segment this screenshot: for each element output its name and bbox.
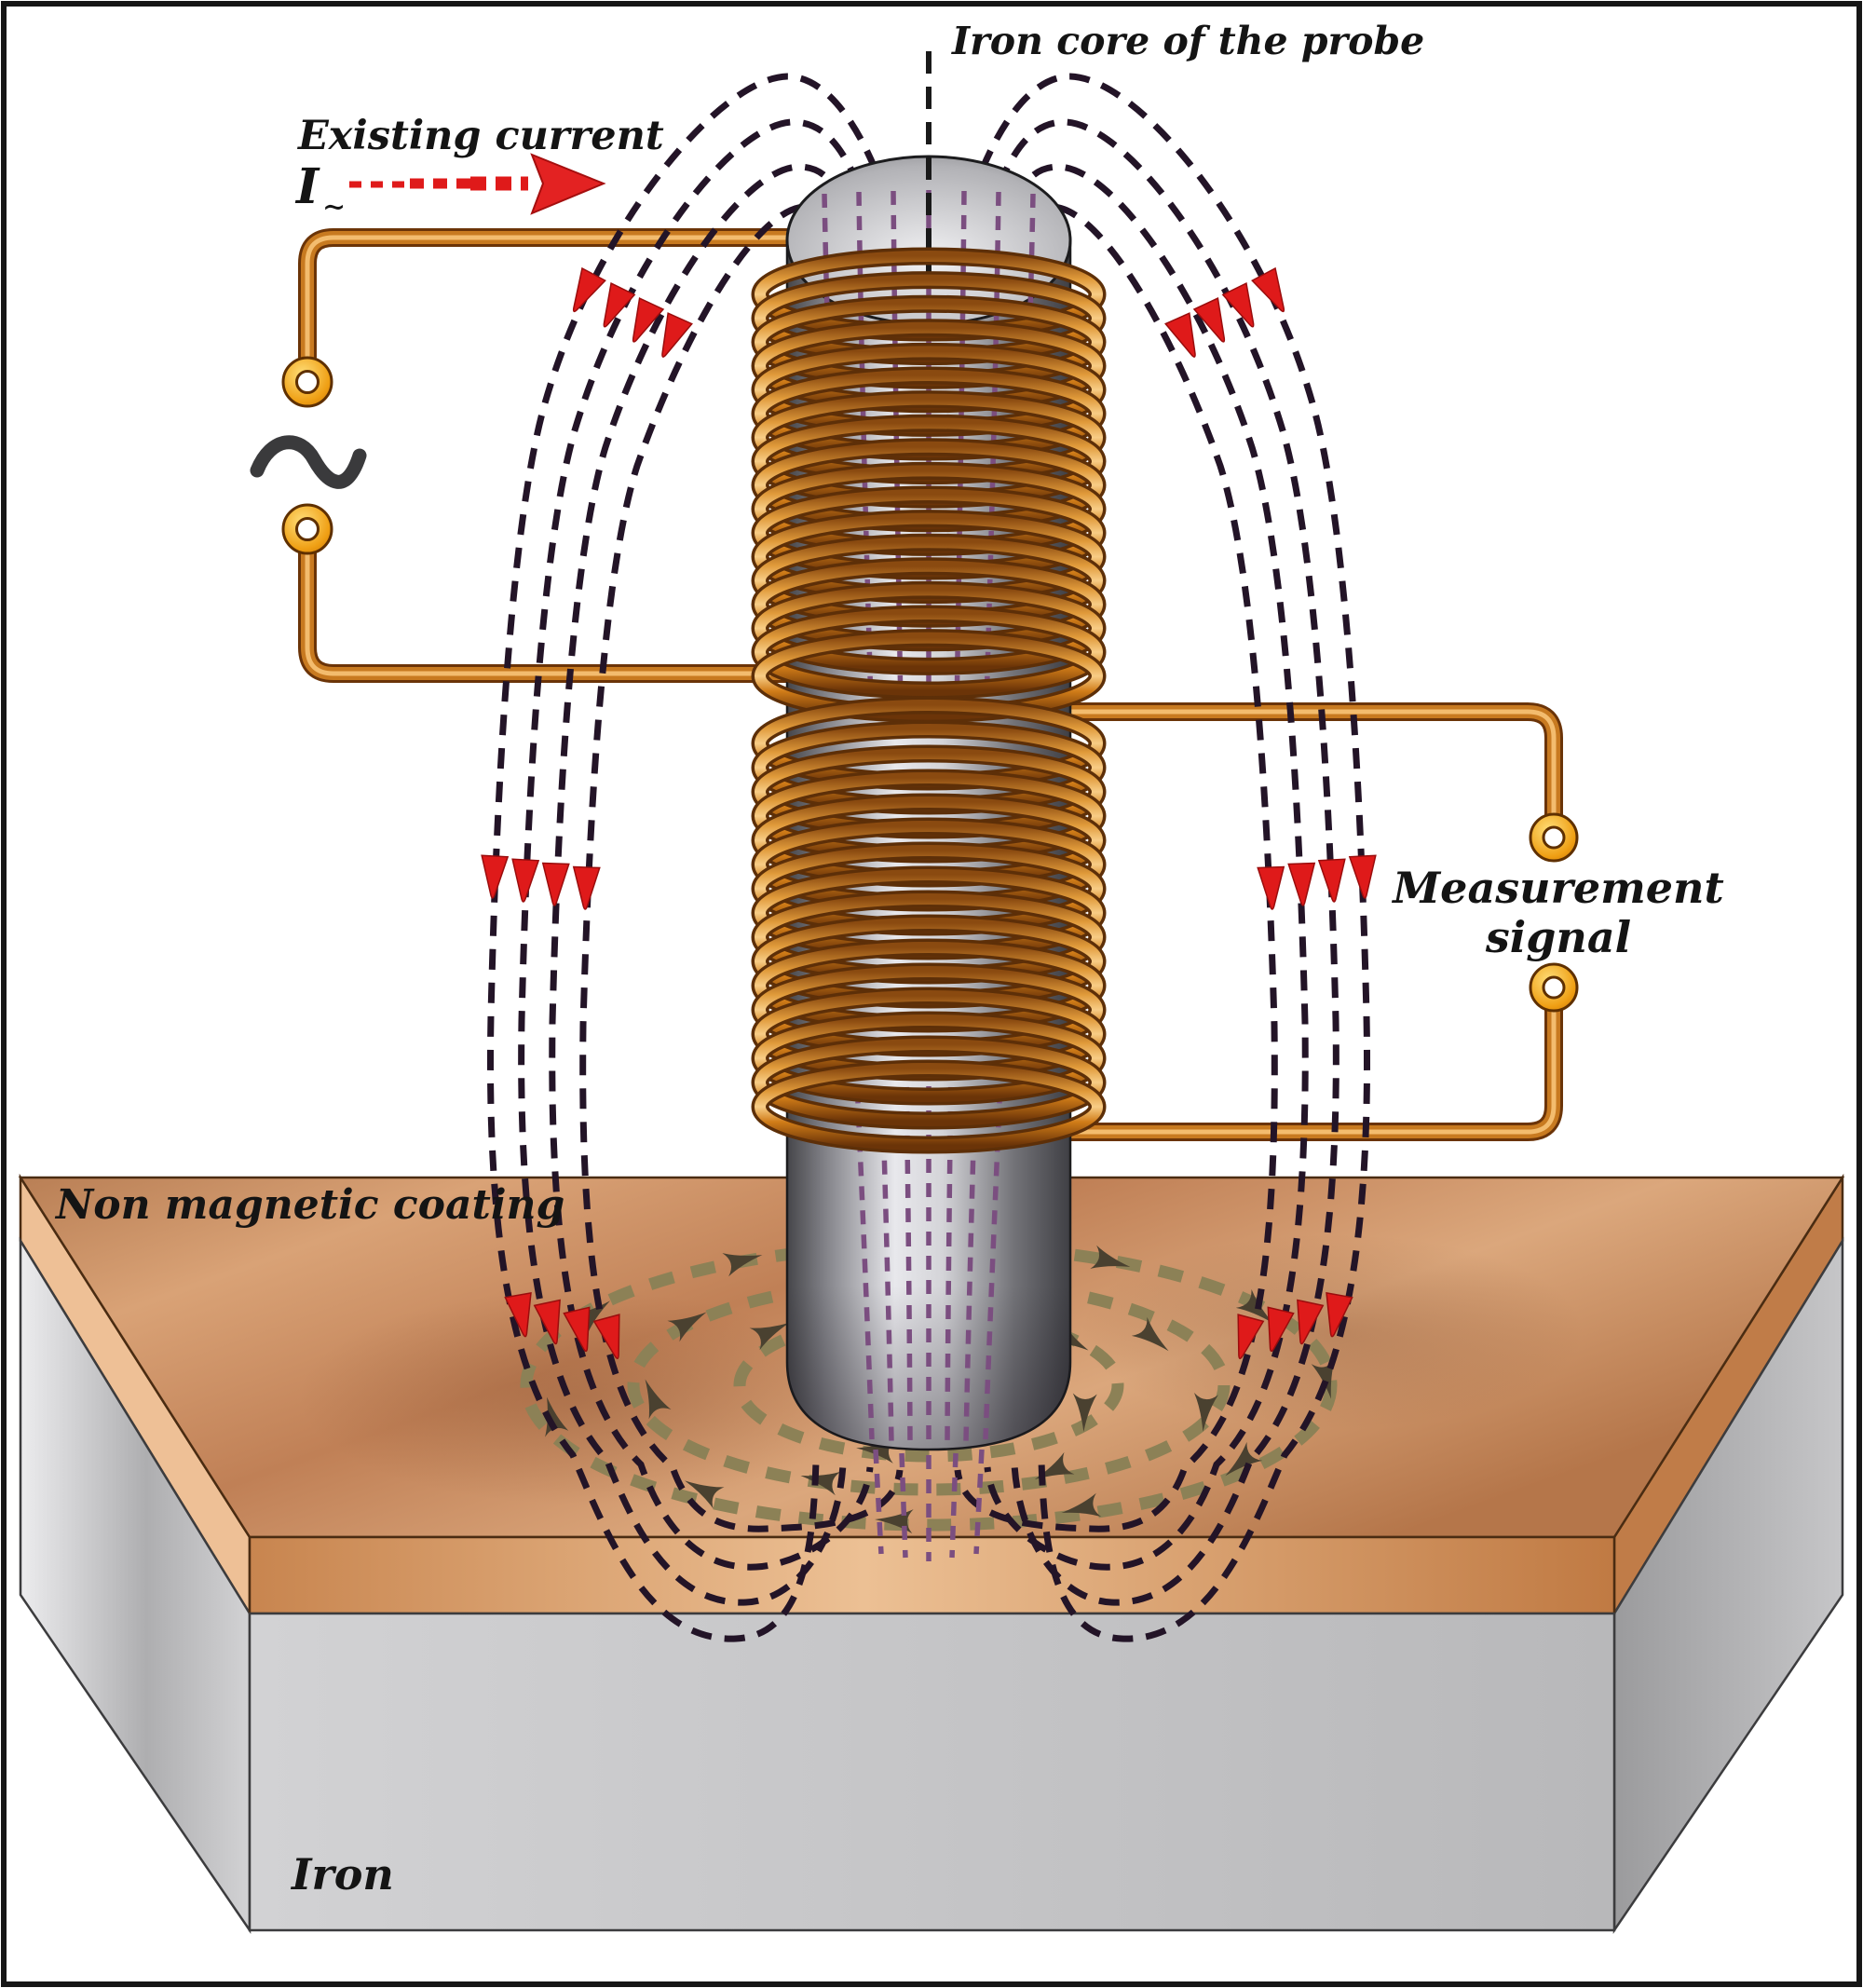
coating-front-face — [248, 1535, 1616, 1615]
core-flux-below-tip — [873, 1449, 985, 1561]
coil-turn — [755, 1014, 1103, 1102]
measurement-terminal-top — [1529, 812, 1579, 863]
measurement-terminal-bottom — [1529, 962, 1579, 1013]
measurement-label-line1: Measurement — [1391, 863, 1723, 913]
measurement-coil — [751, 696, 1107, 1154]
core-label: Iron core of the probe — [951, 19, 1424, 63]
measurement-label-line2: signal — [1485, 912, 1631, 962]
excitation-terminal-top — [281, 356, 333, 408]
iron-front-face — [248, 1612, 1616, 1932]
current-direction-arrow — [349, 153, 606, 215]
excitation-circuit-wires — [298, 228, 848, 683]
core-tip-shade — [787, 1286, 1070, 1450]
current-symbol: I — [294, 158, 320, 215]
coil-turn — [755, 1063, 1103, 1151]
current-subscript: ∼ — [322, 191, 346, 224]
excitation-coil — [751, 247, 1107, 724]
coating-shading — [298, 1290, 857, 1505]
coil-turn — [755, 1039, 1103, 1126]
measurement-circuit-wires — [997, 702, 1563, 1141]
coil-turn — [755, 632, 1103, 720]
excitation-terminal-bottom — [281, 503, 333, 555]
iron-label: Iron — [290, 1849, 394, 1899]
ac-source-icon — [250, 435, 367, 489]
existing-current-label: Existing current — [296, 113, 664, 159]
magnetic-field-lines — [487, 73, 1370, 1642]
coating-label: Non magnetic coating — [54, 1181, 564, 1229]
coil-turn — [755, 608, 1103, 696]
coil-turn — [755, 584, 1103, 673]
